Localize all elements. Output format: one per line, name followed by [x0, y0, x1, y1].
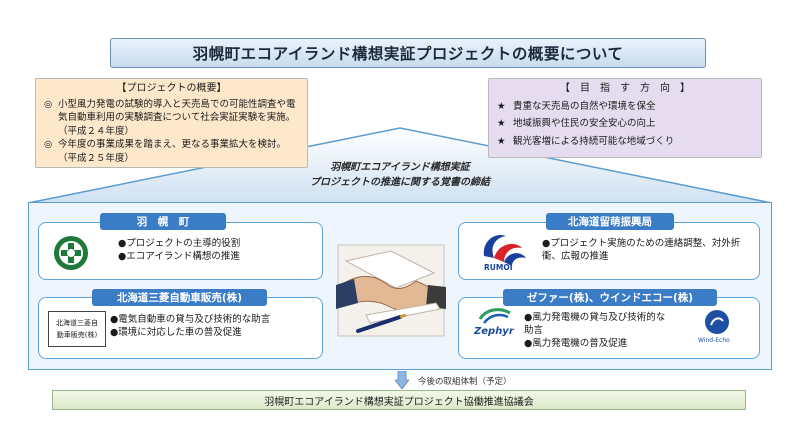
- haboro-roles: ●プロジェクトの主導的役割 ●エコアイランド構想の推進: [118, 237, 318, 263]
- double-circle-icon: ◎: [44, 98, 53, 110]
- mitsubishi-logo-line-1: 北海道三菱自: [56, 319, 98, 327]
- mitsubishi-logo-line-2: 動車販売(株): [56, 331, 98, 339]
- role-item: ●エコアイランド構想の推進: [118, 251, 240, 262]
- rumoi-logo-icon: [483, 234, 526, 266]
- memorandum-line-2: プロジェクトの推進に関する覚書の締結: [310, 177, 490, 188]
- rumoi-logo-text: RUMOI: [484, 263, 513, 272]
- role-item: ●プロジェクト実施のための連絡調整、対外折衝、広報の推進: [542, 238, 741, 262]
- overview-item: ◎ 小型風力発電の試験的導入と天売島での可能性調査や電気自動車利用の実験調査につ…: [44, 98, 299, 139]
- mitsubishi-logo: 北海道三菱自 動車販売(株): [48, 311, 106, 347]
- role-item: ●風力発電機の普及促進: [524, 338, 628, 349]
- overview-item-text: 今年度の事業成果を踏まえ、更なる事業拡大を検討。（平成２５年度）: [58, 139, 287, 164]
- windecho-logo-text: Wind-Echo: [698, 337, 730, 344]
- zephyr-logo-icon: [478, 308, 511, 324]
- memorandum-line-1: 羽幌町エコアイランド構想実証: [330, 162, 470, 173]
- star-icon: ★: [497, 135, 506, 147]
- role-item: ●風力発電機の貸与及び技術的な助言: [524, 312, 666, 336]
- rumoi-roles: ●プロジェクト実施のための連絡調整、対外折衝、広報の推進: [542, 237, 752, 263]
- double-circle-icon: ◎: [44, 139, 53, 150]
- star-icon: ★: [497, 118, 506, 129]
- handshake-image: [336, 244, 446, 337]
- direction-heading: 【 目 指 す 方 向 】: [560, 83, 690, 94]
- page-title: 羽幌町エコアイランド構想実証プロジェクトの概要について: [110, 38, 706, 68]
- direction-item: ★ 貴重な天売島の自然や環境を保全: [497, 100, 753, 114]
- project-overview-box: 【プロジェクトの概要】 ◎ 小型風力発電の試験的導入と天売島での可能性調査や電気…: [35, 78, 308, 168]
- memorandum-caption: 羽幌町エコアイランド構想実証 プロジェクトの推進に関する覚書の締結: [240, 160, 560, 196]
- org-label-rumoi: 北海道留萌振興局: [546, 213, 674, 230]
- windecho-logo-icon: [705, 310, 729, 334]
- star-icon: ★: [497, 100, 506, 112]
- target-direction-box: 【 目 指 す 方 向 】 ★ 貴重な天売島の自然や環境を保全 ★ 地域振興や住…: [488, 78, 762, 158]
- direction-item-text: 観光客増による持続可能な地域づくり: [513, 135, 675, 147]
- direction-item-text: 地域振興や住民の安全安心の向上: [513, 118, 656, 129]
- zephyr-logo-text: Zephyr: [474, 326, 514, 337]
- org-label-haboro: 羽 幌 町: [100, 213, 226, 230]
- overview-heading: 【プロジェクトの概要】: [116, 83, 227, 94]
- haboro-emblem-icon: [54, 236, 88, 270]
- org-label-zephyr: ゼファー(株)、ウインドエコー(株): [503, 289, 717, 306]
- direction-item-text: 貴重な天売島の自然や環境を保全: [513, 100, 656, 112]
- zephyr-roles: ●風力発電機の貸与及び技術的な助言 ●風力発電機の普及促進: [524, 311, 674, 350]
- role-item: ●プロジェクトの主導的役割: [118, 238, 241, 249]
- mitsubishi-roles: ●電気自動車の貸与及び技術的な助言 ●環境に対応した車の普及促進: [110, 313, 320, 339]
- role-item: ●電気自動車の貸与及び技術的な助言: [110, 314, 271, 325]
- council-name: 羽幌町エコアイランド構想実証プロジェクト協働推進協議会: [52, 390, 746, 410]
- role-item: ●環境に対応した車の普及促進: [110, 327, 242, 338]
- direction-item: ★ 観光客増による持続可能な地域づくり: [497, 135, 753, 149]
- down-arrow-icon: [395, 371, 409, 389]
- org-label-mitsubishi: 北海道三菱自動車販売(株): [92, 289, 267, 306]
- future-structure-label: 今後の取組体制（予定）: [418, 377, 512, 387]
- direction-item: ★ 地域振興や住民の安全安心の向上: [497, 117, 753, 131]
- overview-item: ◎ 今年度の事業成果を踏まえ、更なる事業拡大を検討。（平成２５年度）: [44, 138, 299, 165]
- overview-item-text: 小型風力発電の試験的導入と天売島での可能性調査や電気自動車利用の実験調査について…: [58, 98, 296, 137]
